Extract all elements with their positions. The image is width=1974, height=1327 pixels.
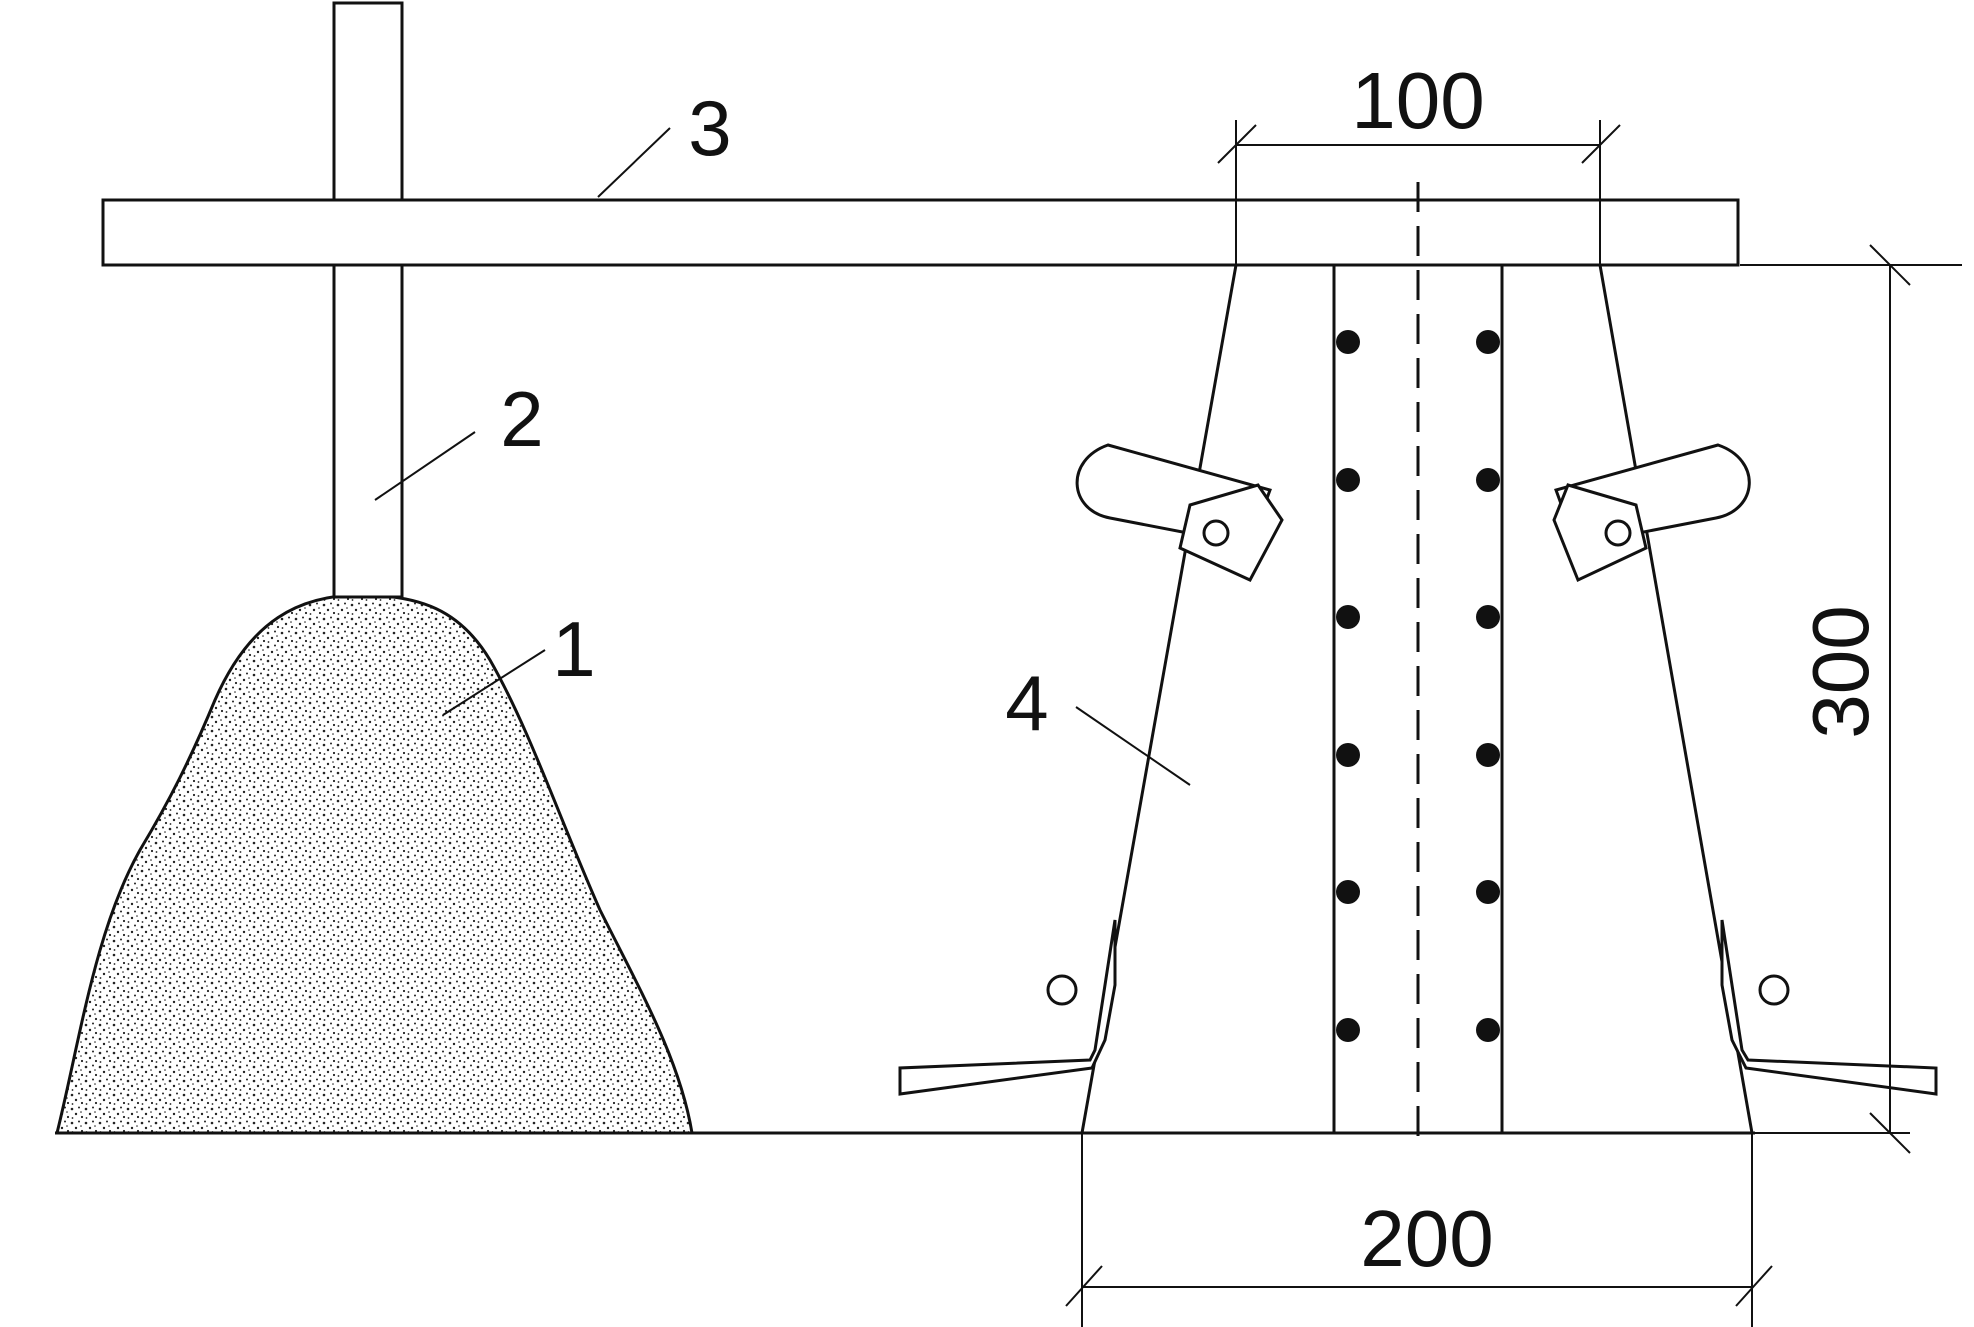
left-foot — [898, 919, 1117, 1096]
rivet-dots — [1336, 330, 1500, 1042]
callout-1: 1 — [552, 605, 595, 693]
bottom-diameter-label: 200 — [1360, 1194, 1493, 1283]
dimension-height — [1740, 244, 1962, 1154]
left-handle-pin — [1202, 519, 1230, 547]
right-handle — [1552, 443, 1751, 583]
horizontal-bar — [101, 198, 1740, 267]
vertical-rod-lower — [332, 263, 404, 599]
dimension-bottom — [1065, 1133, 1773, 1327]
callout-leaders — [374, 127, 1191, 786]
left-handle — [1075, 443, 1284, 582]
right-handle-pin — [1604, 519, 1632, 547]
left-foot-pin — [1046, 974, 1078, 1006]
callout-4: 4 — [1005, 659, 1048, 747]
vertical-rod — [332, 1, 404, 202]
dimension-top — [1217, 120, 1621, 265]
top-diameter-label: 100 — [1351, 56, 1484, 145]
concrete-pile — [55, 593, 694, 1135]
right-foot-pin — [1758, 974, 1790, 1006]
height-label: 300 — [1796, 605, 1885, 738]
callout-3: 3 — [688, 84, 731, 172]
right-foot — [1720, 919, 1938, 1096]
callout-2: 2 — [500, 375, 543, 463]
